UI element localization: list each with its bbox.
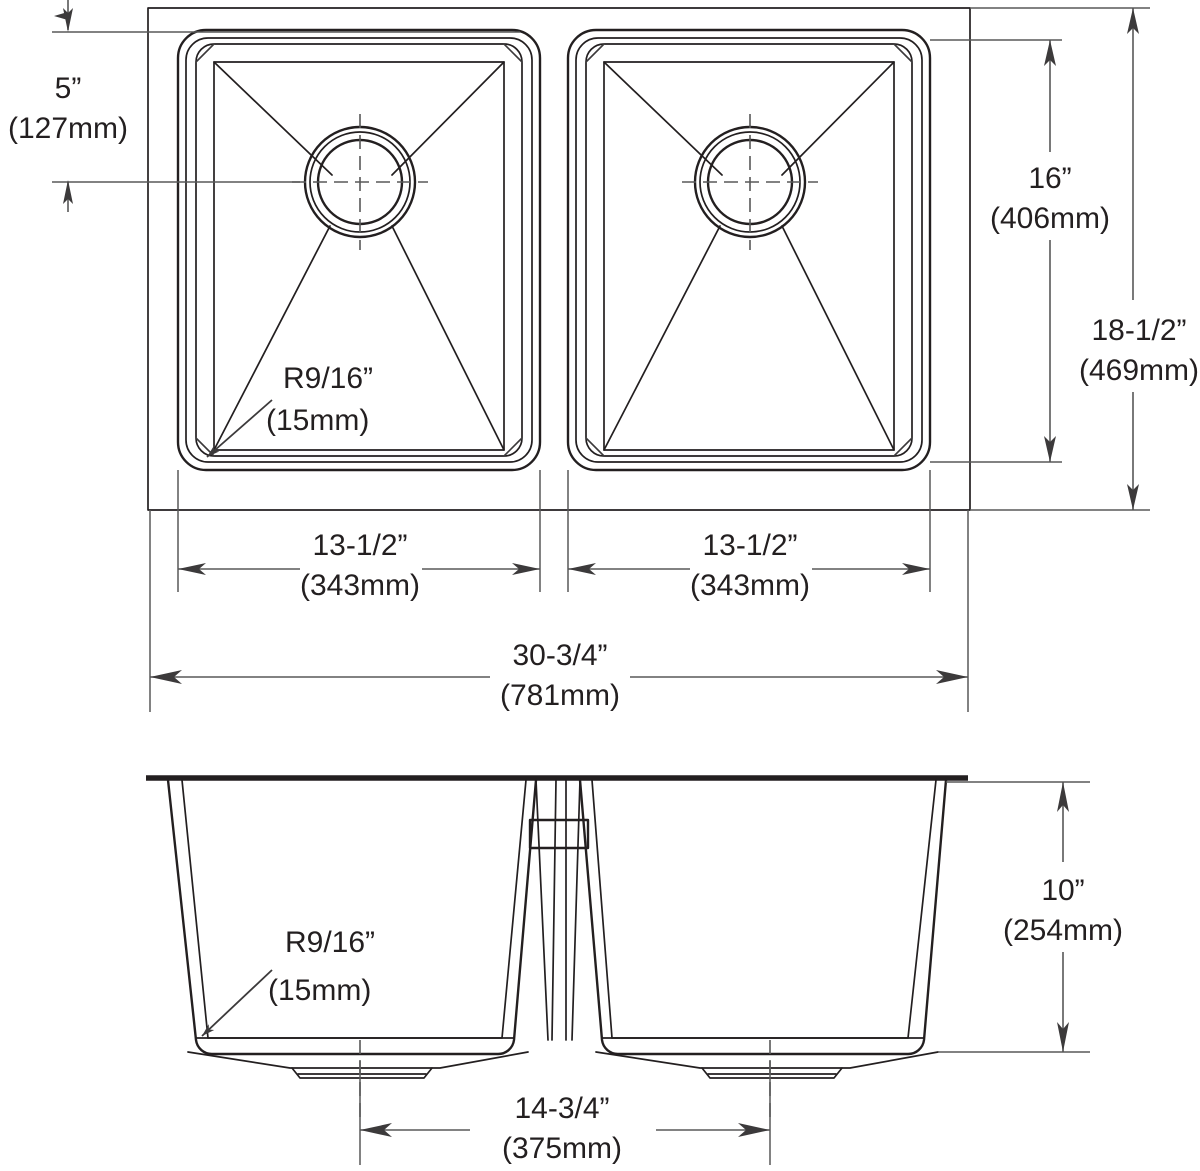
callout-radius-top-metric: (15mm)	[266, 404, 369, 437]
dim-left-bowl-width-metric: (343mm)	[300, 569, 420, 602]
dim-bowl-depth-imperial: 16”	[1028, 162, 1071, 195]
callout-radius-section-metric: (15mm)	[268, 974, 371, 1007]
divider-clip	[528, 818, 590, 850]
dimension-bowl-height: 10” (254mm)	[938, 781, 1123, 1053]
dim-overall-depth-metric: (469mm)	[1079, 354, 1199, 387]
left-bowl-drain-opening	[292, 114, 428, 250]
dim-overall-depth-imperial: 18-1/2”	[1091, 314, 1186, 347]
dimension-drain-from-back: 5” (127mm)	[8, 0, 520, 212]
callout-corner-radius-section: R9/16” (15mm)	[201, 926, 375, 1037]
dim-drain-from-back-metric: (127mm)	[8, 112, 128, 145]
section-view: R9/16” (15mm) 10” (254mm)	[146, 775, 1123, 1165]
dimension-overall-width: 30-3/4” (781mm)	[149, 510, 969, 712]
dimension-overall-front-to-back: 18-1/2” (469mm)	[970, 7, 1199, 511]
dimension-right-bowl-width: 13-1/2” (343mm)	[567, 470, 931, 602]
dimension-drain-spacing: 14-3/4” (375mm)	[359, 1060, 771, 1165]
dimension-left-bowl-width: 13-1/2” (343mm)	[177, 470, 541, 602]
top-view: 5” (127mm) 16” (406mm)	[8, 0, 1199, 712]
dim-drain-from-back-imperial: 5”	[55, 72, 82, 105]
dim-drain-spacing-imperial: 14-3/4”	[514, 1092, 609, 1125]
section-left-drain-boss	[291, 1067, 433, 1079]
dim-overall-width-metric: (781mm)	[500, 679, 620, 712]
section-center-divider	[528, 779, 590, 1041]
dim-bowl-height-imperial: 10”	[1041, 874, 1084, 907]
right-bowl-drain-opening	[682, 114, 818, 250]
dim-bowl-height-metric: (254mm)	[1003, 914, 1123, 947]
right-bowl-taper-lines	[603, 61, 895, 451]
callout-corner-radius-top: R9/16” (15mm)	[206, 362, 373, 458]
callout-radius-section-imperial: R9/16”	[285, 926, 375, 959]
dimension-bowl-depth: 16” (406mm)	[930, 39, 1110, 463]
dim-left-bowl-width-imperial: 13-1/2”	[312, 529, 407, 562]
section-right-drain-boss	[701, 1067, 843, 1079]
section-right-bowl	[578, 778, 948, 1120]
dim-bowl-depth-metric: (406mm)	[990, 202, 1110, 235]
dim-right-bowl-width-imperial: 13-1/2”	[702, 529, 797, 562]
dim-overall-width-imperial: 30-3/4”	[512, 639, 607, 672]
dim-right-bowl-width-metric: (343mm)	[690, 569, 810, 602]
callout-radius-top-imperial: R9/16”	[283, 362, 373, 395]
dim-drain-spacing-metric: (375mm)	[502, 1132, 622, 1165]
right-bowl	[566, 28, 932, 472]
